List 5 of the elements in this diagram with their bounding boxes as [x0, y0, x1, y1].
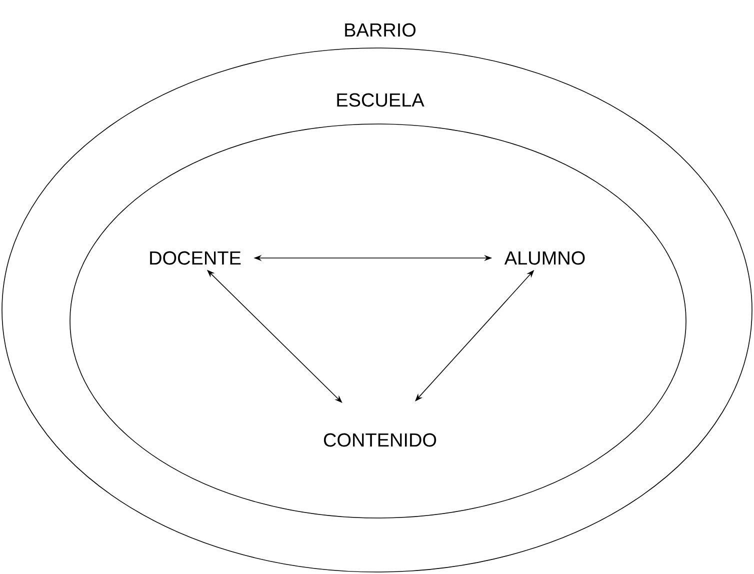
- label-text: DOCENTE: [150, 251, 241, 265]
- label-text: CONTENIDO: [324, 433, 436, 447]
- heading-label: ESCUELA: [337, 93, 424, 107]
- heading-label: BARRIO: [345, 23, 416, 37]
- label-text: ALUMNO: [504, 251, 585, 265]
